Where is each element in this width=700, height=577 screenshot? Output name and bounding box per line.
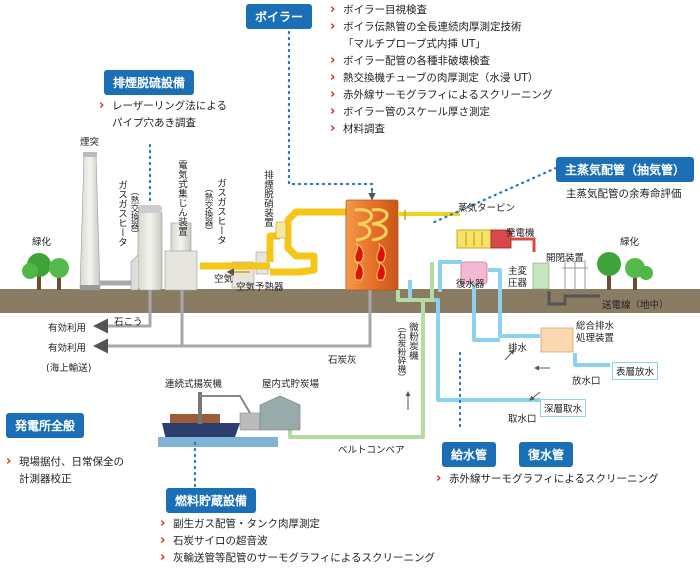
esp-label: 電気式集じん装置 [176,160,187,236]
sea-transport-label: (海上輸送) [46,363,92,374]
water-pipes [408,260,610,402]
main-transformer [532,262,550,290]
byproduct-pipes [98,290,372,348]
main-steam-note: 主蒸気配管の余寿命評価 [566,188,682,200]
feedwater-tag: 給水管 [442,442,497,467]
general-tag: 発電所全般 [6,413,85,438]
coal-ship-unloader [162,392,301,440]
feedwater-item-list: 赤外線サーモグラフィによるスクリーニング [436,470,658,488]
boiler-tag: ボイラー [246,4,313,29]
effective-use-1-label: 有効利用 [48,323,87,334]
boiler-item-2: ボイラ伝熱管の全長連続肉厚測定技術 [330,18,552,36]
effective-use-2-label: 有効利用 [48,343,87,354]
general-item-1: 現場据付、日常保全の [6,453,124,471]
desulfurization-item-1: レーザーリング法による [99,97,227,115]
drain-label: 排水 [508,343,528,354]
boiler-item-2-continued: 「マルチプローブ式内挿 UT」 [343,38,486,50]
gas-heater-left-label: ガスガスヒータ [116,180,127,247]
gas-heater-left-sub-label: （熱交換器） [129,187,139,238]
generator-label: 発電機 [506,228,535,239]
denitrification-unit [275,221,287,239]
gypsum-label: 石こう [114,317,143,328]
desulfurization-tower [130,205,163,291]
general-item-1-continued: 計測器校正 [19,473,72,485]
generator [490,229,536,252]
fuel-storage-tag: 燃料貯蔵設備 [166,488,257,513]
condensate-tag: 復水管 [519,442,574,467]
feedwater-item-1: 赤外線サーモグラフィによるスクリーニング [436,470,658,488]
deep-intake-label: 深層取水 [540,399,587,417]
desulfurization-item-list: レーザーリング法による パイプ穴あき調査 [99,97,227,132]
wastewater-label-2: 処理装置 [576,333,615,344]
pulverizer-sub-label: （石炭粉砕機） [396,322,406,382]
fuel-storage-item-1: 副生ガス配管・タンク肉厚測定 [160,515,435,533]
boiler-item-5: 赤外線サーモグラフィによるスクリーニング [330,86,552,104]
boiler-item-6: ボイラー管のスケール厚さ測定 [330,103,552,121]
surface-discharge-label: 表層放水 [612,362,659,380]
steam-turbine [456,229,492,249]
unloader-label: 連続式揚炭機 [165,379,223,390]
transmission-line [547,291,600,306]
desulfurization-item-1-continued: パイプ穴あき調査 [112,117,196,129]
denox-label: 排煙脱硝装置 [262,170,273,227]
tree-left [22,253,69,290]
wastewater-treatment [540,327,574,353]
condenser-label: 復水器 [456,279,485,290]
intake-label: 取水口 [508,414,537,425]
greenery-left-label: 緑化 [32,237,52,248]
chimney-label: 煙突 [80,137,100,148]
wastewater-label-1: 総合排水 [576,321,615,332]
boiler-item-list: ボイラー目視検査 ボイラ伝熱管の全長連続肉厚測定技術 「マルチプローブ式内挿 U… [330,1,552,138]
tree-right [597,252,653,290]
air-label: 空気 [214,274,234,285]
boiler [345,199,399,291]
coal-conveyor [288,262,434,439]
gas-heater-right-sub-label: （熱交換器） [203,184,213,235]
coal-yard-label: 屋内式貯炭場 [262,379,320,390]
switchgear-label: 開閉装置 [546,253,585,264]
steam-turbine-label: 蒸気タービン [458,203,516,214]
ground-band [0,289,700,313]
chimney [79,152,101,291]
air-preheater-label: 空気予熱器 [236,282,284,293]
fuel-storage-item-3: 灰輸送管等配管のサーモグラフィによるスクリーニング [160,549,435,567]
greenery-right-label: 緑化 [620,237,640,248]
pulverizer-label: 微粉炭機 [407,322,418,360]
boiler-item-4: 熱交換機チューブの肉厚測定（水浸 UT） [330,69,552,87]
fuel-storage-item-list: 副生ガス配管・タンク肉厚測定 石炭サイロの超音波 灰輸送管等配管のサーモグラフィ… [160,515,435,567]
boiler-item-1: ボイラー目視検査 [330,1,552,19]
transformer-label: 主変圧器 [508,266,528,289]
belt-conveyor-label: ベルトコンベア [338,445,405,456]
outlet-label: 放水口 [572,376,601,387]
switchgear [562,260,588,290]
desulfurization-tag: 排煙脱硫設備 [104,70,195,95]
general-item-list: 現場据付、日常保全の 計測器校正 [6,453,124,488]
transmission-label: 送電線（地中） [602,300,669,311]
fuel-storage-item-2: 石炭サイロの超音波 [160,532,435,550]
boiler-item-3: ボイラー配管の各種非破壊検査 [330,52,552,70]
boiler-item-7: 材料調査 [330,120,552,138]
gas-heater-right-label: ガスガスヒータ [215,178,226,245]
coal-ash-label: 石炭灰 [328,355,357,366]
sea [158,437,278,447]
main-steam-tag: 主蒸気配管（抽気管） [556,157,695,182]
